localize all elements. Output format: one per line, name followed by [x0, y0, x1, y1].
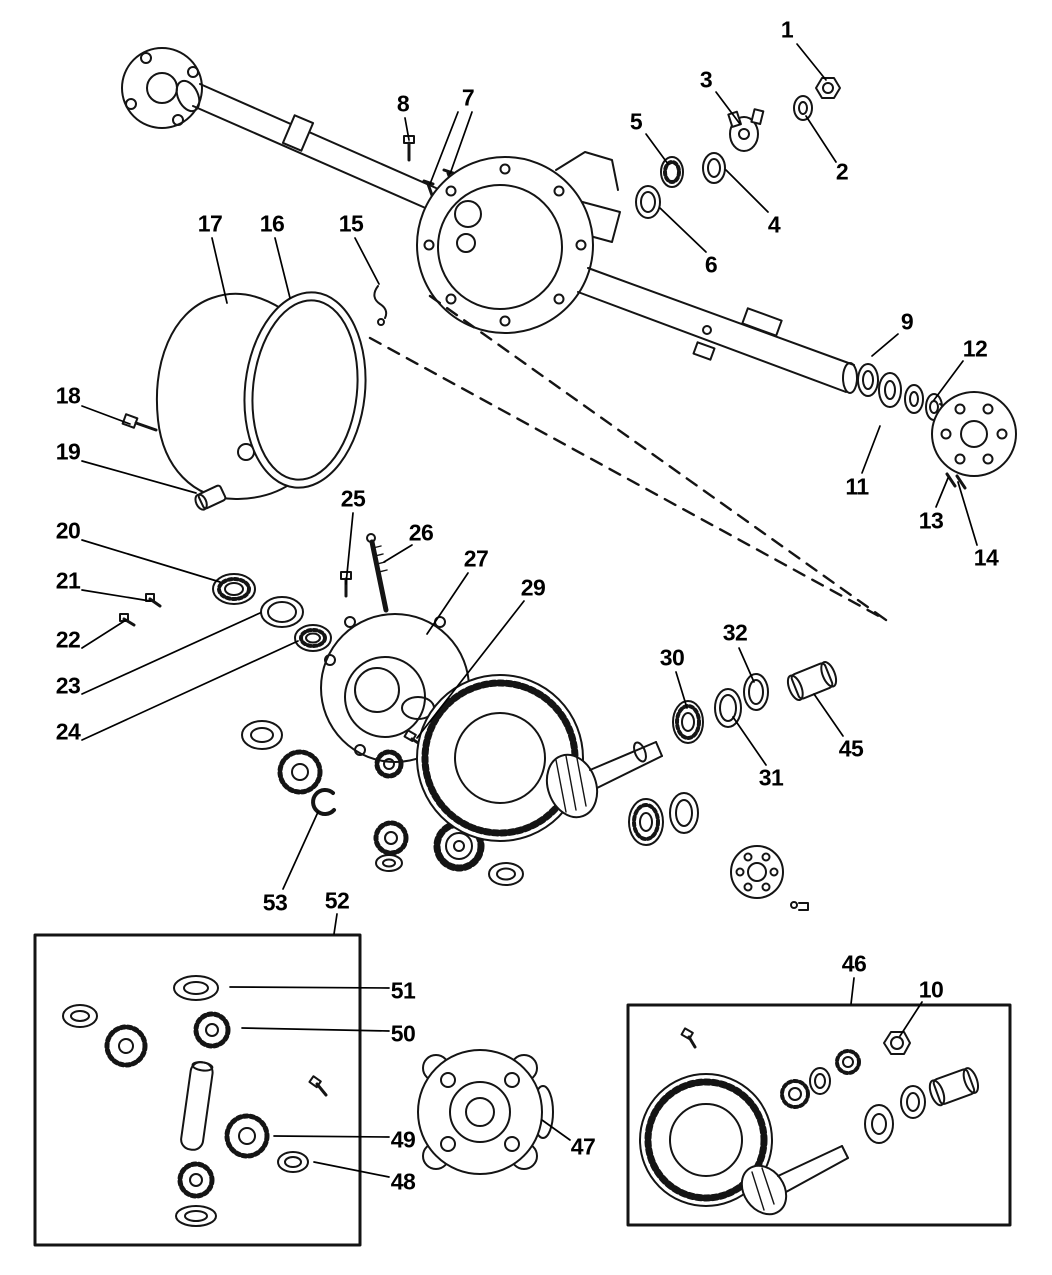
leader-line-45	[813, 693, 844, 737]
leader-line-53	[282, 811, 319, 890]
axle-tube	[577, 267, 858, 394]
leader-line-32	[738, 647, 755, 683]
leader-line-22	[81, 619, 127, 649]
leader-line-11	[861, 425, 881, 474]
leader-line-7	[429, 111, 459, 185]
leader-line-17	[211, 237, 228, 304]
pinion-bearings	[672, 660, 838, 744]
leader-line-16	[274, 237, 291, 299]
leader-line-30	[675, 671, 688, 709]
leader-line-50	[241, 1027, 390, 1032]
inset-box-pinion-set	[626, 1003, 1012, 1227]
leader-line-31	[732, 716, 767, 766]
vent-tube	[373, 285, 388, 326]
leader-line-25	[345, 512, 354, 585]
differential-case	[417, 1049, 554, 1175]
leader-line-9	[871, 333, 899, 357]
wheel-flange	[931, 391, 1017, 490]
fill-plug	[194, 484, 227, 511]
ring-gear	[416, 674, 584, 842]
leader-line-8	[404, 117, 410, 141]
leader-line-52	[333, 913, 338, 935]
leader-line-21	[81, 589, 151, 602]
leader-line-5	[645, 133, 669, 165]
rear-bearing-set	[628, 792, 809, 911]
pinion-nut-yoke-parts	[635, 77, 841, 219]
leader-line-23	[81, 612, 261, 695]
small-internal-parts	[373, 749, 524, 886]
leader-line-10	[899, 1001, 923, 1037]
leader-line-1	[796, 43, 827, 81]
leader-line-27	[426, 572, 469, 635]
leader-line-14	[957, 481, 978, 546]
leader-line-12	[933, 360, 964, 401]
leader-line-29	[416, 600, 525, 739]
axle-shaft-and-flange	[121, 47, 437, 211]
carrier-shims-bearings	[119, 573, 332, 652]
inset-box-differential	[33, 933, 362, 1247]
leader-line-13	[935, 477, 949, 508]
leader-line-2	[805, 115, 837, 163]
leader-line-26	[383, 544, 413, 563]
leader-line-6	[659, 207, 707, 253]
leader-line-49	[273, 1135, 390, 1138]
leader-line-4	[725, 169, 769, 213]
leader-lines	[81, 43, 978, 1178]
differential-housing	[416, 151, 621, 334]
leader-line-48	[313, 1161, 390, 1178]
leader-line-18	[81, 405, 131, 425]
leader-line-47	[541, 1119, 571, 1141]
cover-bolt	[121, 413, 158, 432]
projection-dashed-lines	[368, 294, 888, 622]
leader-line-51	[229, 986, 390, 989]
cover-gasket	[243, 291, 367, 489]
leader-line-3	[715, 91, 741, 125]
pinion-gear	[545, 741, 663, 819]
leader-line-19	[81, 460, 197, 494]
leader-line-24	[81, 640, 299, 741]
leader-line-15	[354, 237, 380, 285]
leader-line-20	[81, 539, 221, 583]
side-gear-group	[241, 720, 336, 816]
leader-line-7	[449, 111, 473, 175]
leader-line-46	[850, 977, 855, 1005]
